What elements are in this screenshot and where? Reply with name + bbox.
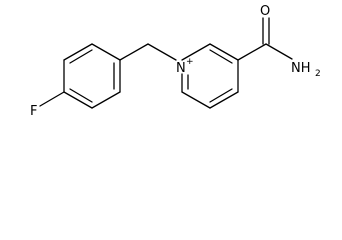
bond-ar5-ar6-inner	[69, 49, 93, 64]
amide-hydrogen-count: 2	[315, 69, 321, 79]
bond-c2-c3	[209, 43, 239, 61]
fluorine-label: F	[30, 104, 37, 119]
bond-ar2-ar3	[91, 91, 121, 109]
bond-ar6-ar1	[91, 43, 121, 61]
bond-ch2-aryl	[119, 43, 149, 61]
bond-ar5-ar6	[63, 43, 93, 61]
molecule-structure: O NH 2 N + F	[30, 4, 321, 119]
bond-carbonyl-nitrogen	[265, 43, 293, 60]
bond-n1-c2	[181, 43, 211, 61]
bond-c4-c5-inner	[209, 88, 233, 103]
bond-ar3-ar4-inner	[69, 88, 93, 103]
bond-n1-ch2	[147, 43, 177, 61]
bond-c2-c3-inner	[209, 49, 233, 64]
ring-nitrogen-label: N	[176, 61, 186, 76]
bond-c5-c6	[181, 91, 211, 109]
bond-ar4-fluorine	[39, 91, 65, 107]
oxygen-label: O	[260, 4, 270, 19]
bond-c4-c5	[209, 91, 239, 109]
structure-canvas: O NH 2 N + F	[30, 4, 321, 119]
amide-nitrogen-label: NH	[291, 61, 311, 76]
ring-nitrogen-charge: +	[186, 57, 194, 67]
bond-ar3-ar4	[63, 91, 93, 109]
bond-c3-carbonyl	[237, 43, 267, 61]
